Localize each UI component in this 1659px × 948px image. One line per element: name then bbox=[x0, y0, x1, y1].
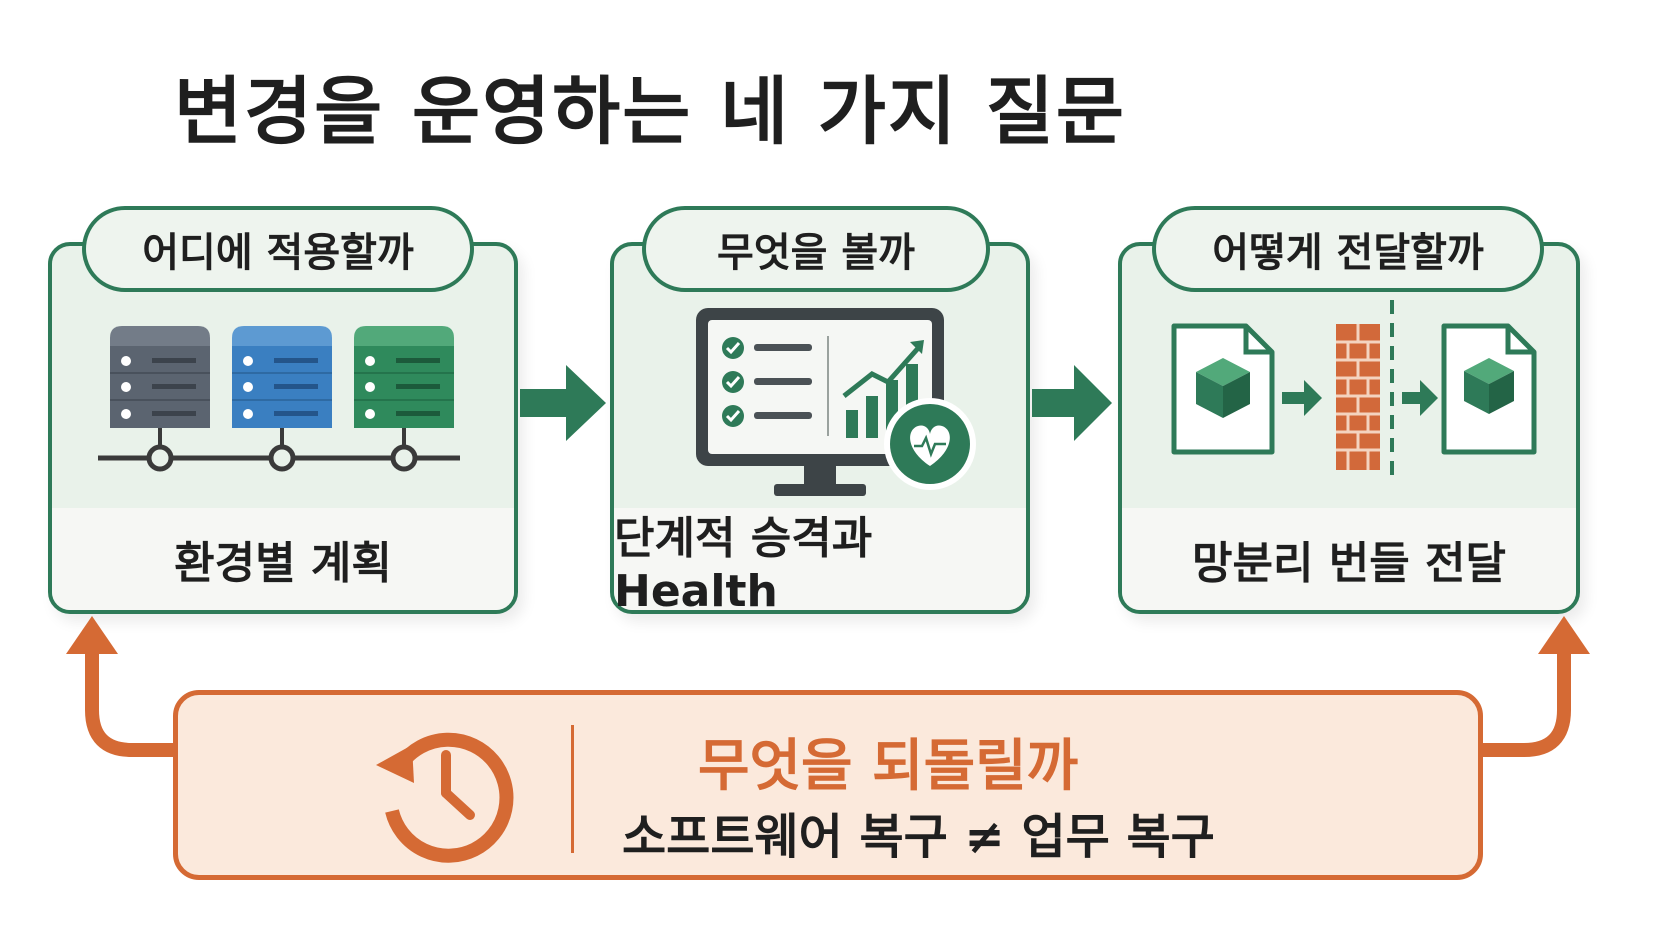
card-tab-what: 무엇을 볼까 bbox=[642, 206, 990, 292]
server-icon-blue bbox=[232, 326, 332, 428]
firewall-brick-icon bbox=[1336, 324, 1380, 470]
recovery-subtitle: 소프트웨어 복구 ≠ 업무 복구 bbox=[622, 809, 1215, 865]
recovery-panel: 무엇을 되돌릴까 소프트웨어 복구 ≠ 업무 복구 bbox=[173, 690, 1483, 880]
card-tab-where: 어디에 적용할까 bbox=[82, 206, 474, 292]
loop-arrow-left-icon bbox=[66, 616, 174, 757]
page-title: 변경을 운영하는 네 가지 질문 bbox=[173, 69, 1126, 155]
card-label-health: 단계적 승격과 Health bbox=[614, 508, 1026, 617]
server-icon-green bbox=[354, 326, 454, 428]
recovery-title: 무엇을 되돌릴까 bbox=[698, 734, 1079, 799]
arrow-right-icon-2 bbox=[1032, 365, 1112, 441]
server-icon-gray bbox=[110, 326, 210, 428]
card-environment-plan: 어디에 적용할까 환경별 계획 bbox=[48, 206, 518, 614]
card-health-promotion: 무엇을 볼까 단계적 승격과 Health bbox=[610, 206, 1030, 617]
arrow-right-small-icon-1 bbox=[1282, 380, 1322, 416]
package-file-icon-right bbox=[1441, 323, 1537, 455]
network-line-icon bbox=[98, 428, 460, 472]
history-clock-icon bbox=[376, 732, 514, 863]
card-label-bundle: 망분리 번들 전달 bbox=[1122, 508, 1576, 610]
loop-arrow-right-icon bbox=[1482, 616, 1590, 757]
arrow-right-small-icon-2 bbox=[1402, 380, 1438, 416]
bundle-transfer-illustration bbox=[1171, 300, 1537, 478]
card-bundle-delivery: 어떻게 전달할까 망분리 번들 전달 bbox=[1118, 206, 1580, 614]
recovery-divider bbox=[571, 725, 574, 853]
heart-health-icon bbox=[884, 398, 976, 490]
card-label-environment: 환경별 계획 bbox=[52, 508, 514, 610]
package-file-icon-left bbox=[1171, 323, 1275, 455]
card-tab-how: 어떻게 전달할까 bbox=[1152, 206, 1544, 292]
arrow-right-icon-1 bbox=[520, 365, 606, 441]
monitor-illustration bbox=[696, 308, 976, 496]
monitor-icon bbox=[696, 308, 944, 496]
servers-illustration bbox=[98, 326, 460, 472]
